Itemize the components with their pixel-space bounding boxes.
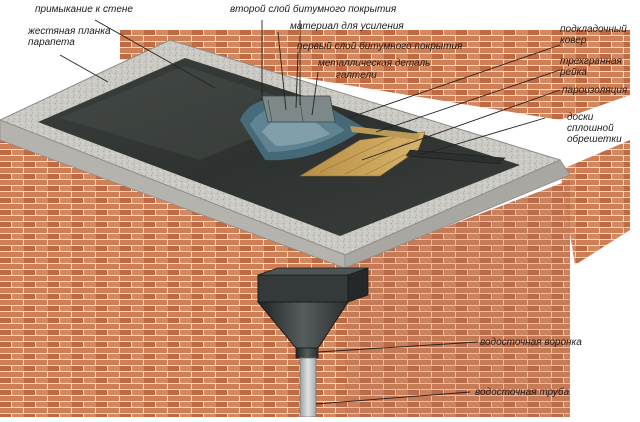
label-metal-part: металлическая деталь [318, 58, 431, 69]
metal-fillet-detail [261, 95, 336, 123]
right-brick-wall [560, 140, 630, 265]
leader-lines [59, 19, 561, 405]
label-vapor-barrier: пароизоляция [562, 85, 628, 96]
label-triangular-rail: трехгранная рейка [560, 56, 622, 78]
label-downpipe: водосточная труба [475, 387, 570, 398]
boards-cutaway [298, 131, 426, 177]
label-fillet: галтели [336, 70, 377, 81]
front-brick-wall-right [345, 180, 570, 417]
label-tin-strip: жестяная планка парапета [28, 26, 111, 48]
label-second-layer: второй слой битумного покрытия [230, 4, 397, 15]
label-first-layer: первый слой битумного покрытия [297, 41, 463, 52]
label-boards: доски сплошной обрешетки [567, 112, 622, 145]
gutter-funnel-box [257, 274, 349, 303]
label-reinforcement: материал для усиления [290, 21, 404, 32]
label-underlay: подкладочный ковер [560, 24, 627, 46]
triangular-rail [350, 126, 420, 140]
downpipe-shape [299, 357, 317, 418]
back-brick-wall [120, 30, 630, 120]
label-wall-junction: примыкание к стене [35, 4, 133, 15]
front-brick-wall-left [0, 140, 345, 417]
vapor-barrier [405, 149, 506, 165]
label-gutter-funnel: водосточная воронка [480, 337, 582, 348]
